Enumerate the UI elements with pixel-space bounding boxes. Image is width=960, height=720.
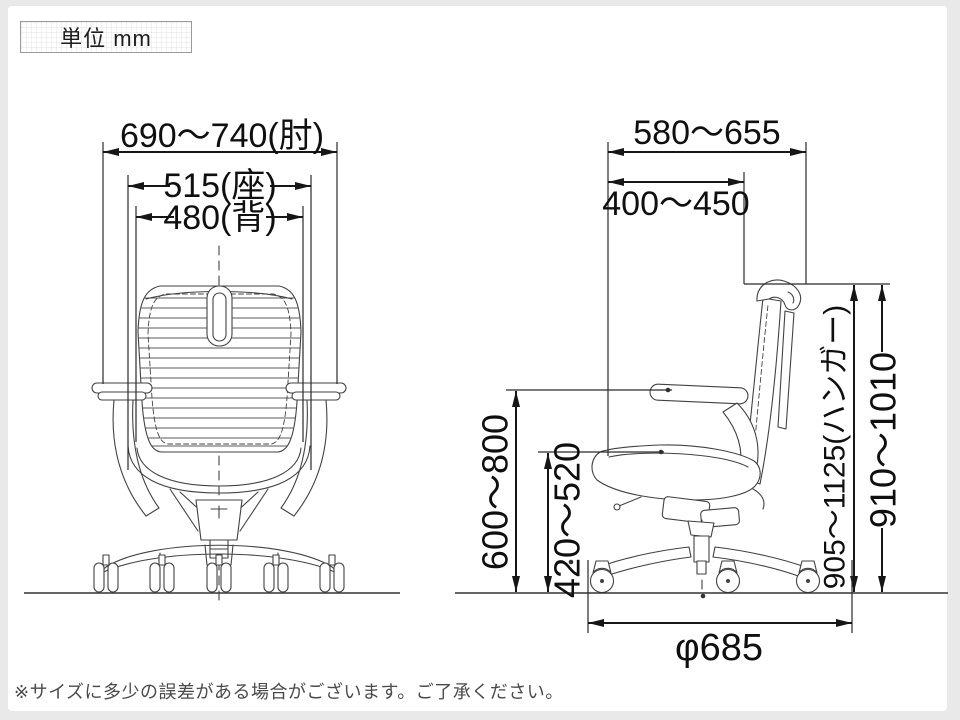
dim-base-diameter: φ685 <box>587 560 853 669</box>
dim-hanger-height-label: 905〜1125(ハンガー) <box>819 305 852 590</box>
hanger-bar <box>777 310 795 430</box>
dim-back-height: 910〜1010 <box>863 285 904 592</box>
front-casters <box>93 554 345 593</box>
side-armrest <box>649 383 749 405</box>
side-view-chair <box>568 279 821 599</box>
front-view-chair <box>91 245 347 601</box>
dim-seat-depth: 400〜450 <box>602 172 750 284</box>
dim-armrest-height-label: 600〜800 <box>475 414 516 570</box>
side-seat <box>591 444 761 501</box>
footnote: ※サイズに多少の誤差がある場合がございます。ご了承ください。 <box>14 682 564 702</box>
dim-back-width-label: 480(背) <box>163 199 276 237</box>
side-casters <box>589 560 821 594</box>
dim-back-height-label: 910〜1010 <box>863 352 904 528</box>
dim-seat-width-label: 515(座) <box>163 167 276 205</box>
hanger-hook <box>756 279 802 311</box>
dim-total-depth: 580〜655 <box>607 114 807 456</box>
dim-armrest-height: 600〜800 <box>475 389 672 592</box>
dim-arm-width-label: 690〜740(肘) <box>120 117 324 155</box>
dim-arm-width: 690〜740(肘) <box>102 117 338 384</box>
dim-seat-width: 515(座) <box>127 167 312 470</box>
dim-seat-height-label: 420〜520 <box>547 442 588 598</box>
dim-back-width: 480(背) <box>135 199 304 442</box>
dim-total-depth-label: 580〜655 <box>633 114 780 152</box>
dim-hanger-height: 905〜1125(ハンガー) <box>819 285 858 592</box>
unit-label-box: 単位 mm <box>20 21 192 53</box>
unit-label: 単位 mm <box>60 26 152 51</box>
dim-base-diameter-label: φ685 <box>675 627 763 669</box>
dim-seat-depth-label: 400〜450 <box>602 185 749 223</box>
dim-seat-height: 420〜520 <box>538 442 664 598</box>
